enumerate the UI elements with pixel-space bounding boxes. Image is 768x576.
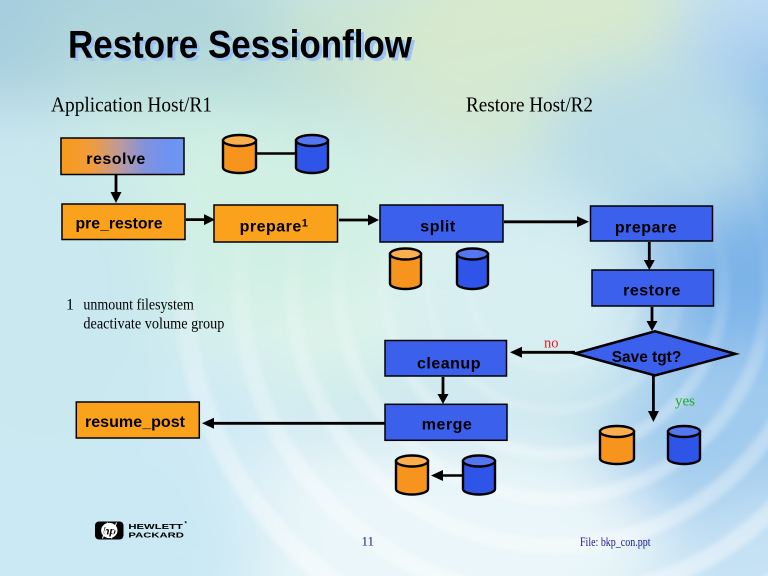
svg-text:Restore Sessionflow: Restore Sessionflow <box>68 24 413 67</box>
svg-text:restore: restore <box>623 282 681 299</box>
svg-text:HEWLETT: HEWLETT <box>128 522 183 531</box>
svg-text:PACKARD: PACKARD <box>128 531 184 540</box>
svg-text:Save tgt?: Save tgt? <box>612 349 682 366</box>
svg-text:Application Host/R1: Application Host/R1 <box>51 93 212 117</box>
svg-text:*: * <box>185 522 188 528</box>
svg-text:split: split <box>420 219 456 236</box>
svg-text:prepare1: prepare1 <box>240 218 309 236</box>
svg-text:prepare: prepare <box>615 219 677 236</box>
svg-text:cleanup: cleanup <box>417 356 481 373</box>
svg-text:1: 1 <box>66 296 74 313</box>
svg-text:Restore Host/R2: Restore Host/R2 <box>466 93 593 117</box>
svg-text:no: no <box>544 336 559 352</box>
svg-text:deactivate volume group: deactivate volume group <box>83 315 224 332</box>
svg-text:yes: yes <box>675 394 695 410</box>
svg-text:pre_restore: pre_restore <box>76 216 163 233</box>
svg-text:11: 11 <box>362 534 375 549</box>
svg-text:resolve: resolve <box>86 151 146 168</box>
svg-text:Restore Sessionflow: Restore Sessionflow <box>71 27 416 70</box>
svg-text:resume_post: resume_post <box>85 414 186 431</box>
svg-text:File: bkp_con.ppt: File: bkp_con.ppt <box>580 535 651 549</box>
svg-text:unmount filesystem: unmount filesystem <box>83 296 194 313</box>
svg-text:merge: merge <box>422 417 473 434</box>
